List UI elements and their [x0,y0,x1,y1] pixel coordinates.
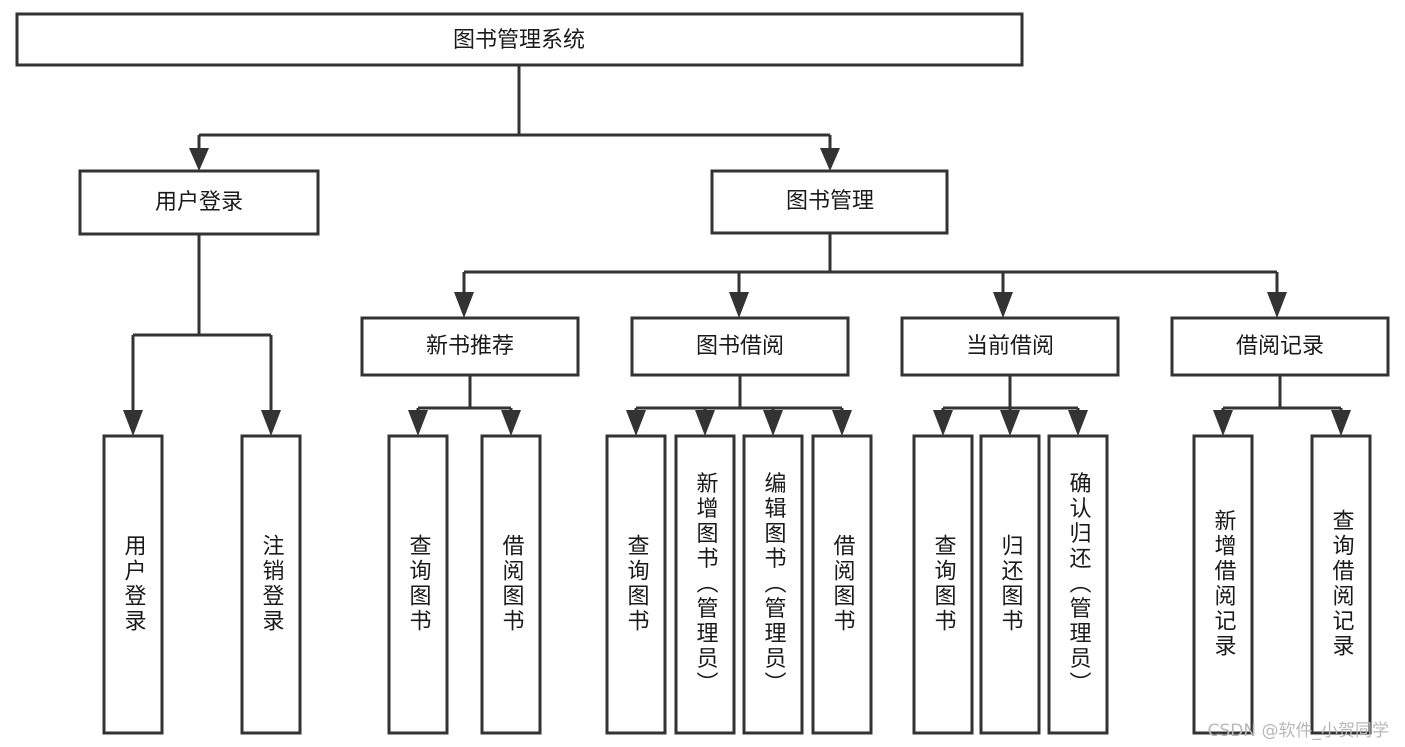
arrow-head-newbook-leaf-2 [501,410,521,436]
leaf-borrowrecords-query-label: 查询借阅记录 [1329,509,1355,659]
leaf-user-login-logout[interactable]: 注销登录 [240,434,302,735]
node-book-management[interactable]: 图书管理 [710,169,949,235]
arrow-head-leaf-logout [261,410,281,436]
node-borrow-records-label: 借阅记录 [1236,334,1324,359]
node-new-book-recommend[interactable]: 新书推荐 [360,316,580,377]
node-current-borrow-label: 当前借阅 [966,334,1054,359]
leaf-newbook-query-label: 查询图书 [406,534,432,634]
leaf-bookborrow-add-label: 新增图书（管理员） [693,472,719,697]
node-user-login[interactable]: 用户登录 [78,169,320,236]
arrow-head-book-mgmt [820,148,840,171]
leaf-currentborrow-query[interactable]: 查询图书 [912,434,974,735]
arrow-head-newbook-leaf-1 [408,410,428,436]
leaf-user-login-login-label: 用户登录 [121,534,147,634]
leaf-bookborrow-query-label: 查询图书 [624,534,650,634]
arrow-head-current-borrow [993,292,1013,318]
arrow-head-bookborrow-leaf-4 [832,410,852,436]
node-root-label: 图书管理系统 [453,28,585,53]
leaf-borrowrecords-query[interactable]: 查询借阅记录 [1310,434,1372,735]
leaf-bookborrow-borrow-label: 借阅图书 [830,534,856,634]
leaf-newbook-borrow[interactable]: 借阅图书 [480,434,542,735]
arrow-head-currentborrow-leaf-2 [1000,410,1020,436]
leaf-borrowrecords-add[interactable]: 新增借阅记录 [1192,434,1254,735]
leaf-bookborrow-edit[interactable]: 编辑图书（管理员） [742,434,804,735]
leaf-currentborrow-return[interactable]: 归还图书 [979,434,1041,735]
arrow-head-book-borrow [729,292,749,318]
arrow-head-borrowrecords-leaf-1 [1213,410,1233,436]
leaf-currentborrow-query-label: 查询图书 [931,534,957,634]
leaf-bookborrow-query[interactable]: 查询图书 [605,434,667,735]
leaf-bookborrow-borrow[interactable]: 借阅图书 [811,434,873,735]
arrow-head-leaf-user-login [123,410,143,436]
arrow-head-bookborrow-leaf-1 [626,410,646,436]
node-book-borrow[interactable]: 图书借阅 [630,316,850,377]
arrow-head-user-login [189,148,209,171]
arrow-head-currentborrow-leaf-1 [933,410,953,436]
node-user-login-label: 用户登录 [155,190,243,215]
leaf-currentborrow-return-label: 归还图书 [998,534,1024,634]
node-book-management-label: 图书管理 [786,189,874,214]
arrow-head-currentborrow-leaf-3 [1068,410,1088,436]
arrow-head-new-book [454,292,474,318]
leaf-user-login-login[interactable]: 用户登录 [102,434,164,735]
leaf-currentborrow-confirm[interactable]: 确认归还（管理员） [1047,434,1109,735]
leaf-bookborrow-edit-label: 编辑图书（管理员） [761,472,787,697]
arrow-head-borrow-records [1267,292,1287,318]
arrow-head-borrowrecords-leaf-2 [1331,410,1351,436]
leaf-bookborrow-add[interactable]: 新增图书（管理员） [674,434,736,735]
node-book-borrow-label: 图书借阅 [696,334,784,359]
node-current-borrow[interactable]: 当前借阅 [900,316,1120,377]
arrow-head-bookborrow-leaf-2 [695,410,715,436]
leaf-newbook-query[interactable]: 查询图书 [387,434,449,735]
arrow-head-bookborrow-leaf-3 [763,410,783,436]
leaf-newbook-borrow-label: 借阅图书 [499,534,525,634]
leaf-user-login-logout-label: 注销登录 [259,534,285,634]
leaf-borrowrecords-add-label: 新增借阅记录 [1211,509,1237,659]
node-borrow-records[interactable]: 借阅记录 [1170,316,1390,377]
node-root[interactable]: 图书管理系统 [15,12,1024,67]
node-new-book-recommend-label: 新书推荐 [426,334,514,359]
leaf-currentborrow-confirm-label: 确认归还（管理员） [1066,472,1092,697]
